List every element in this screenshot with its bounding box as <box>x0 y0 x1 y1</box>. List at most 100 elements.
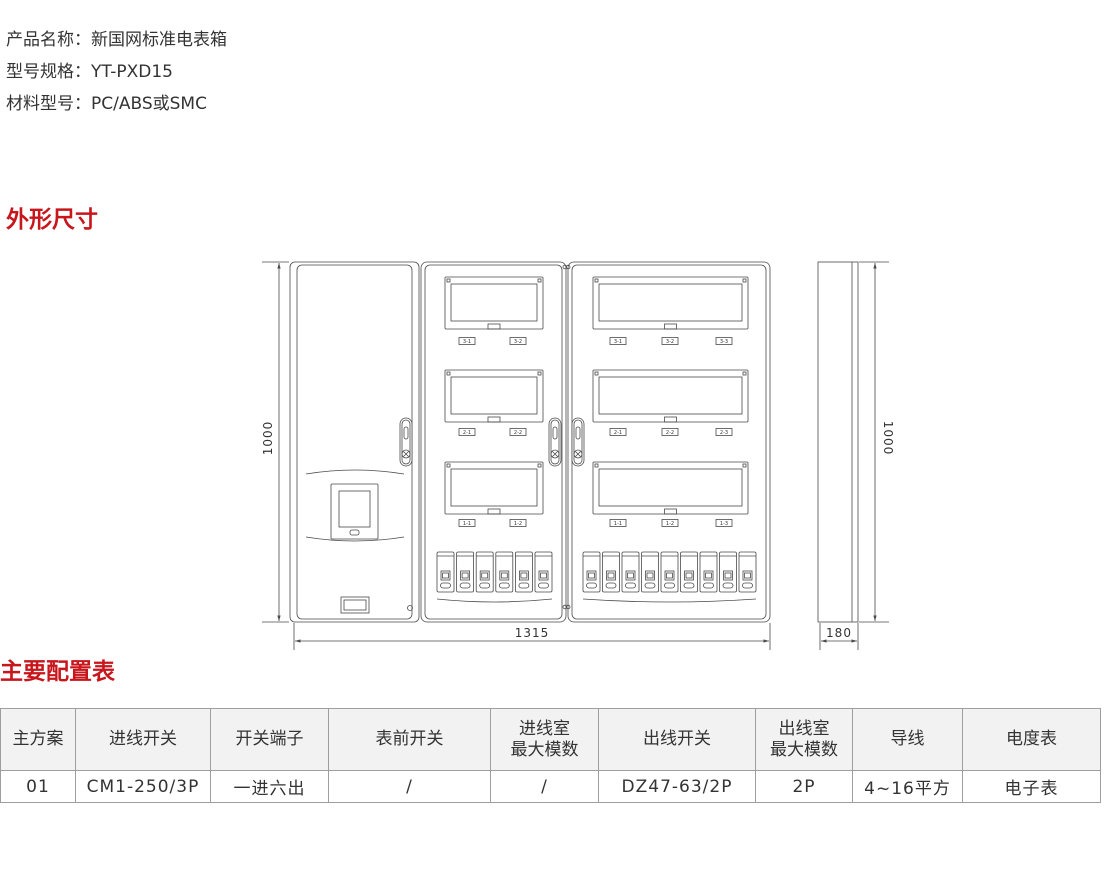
circuit-label-text: 1-2 <box>666 521 674 527</box>
dimension-height-left-value: 1000 <box>261 421 275 456</box>
breaker <box>534 551 553 593</box>
breaker <box>621 551 640 593</box>
model-spec-line: 型号规格：YT-PXD15 <box>6 56 227 88</box>
meter-window <box>592 276 749 330</box>
header-switch-terminal: 开关端子 <box>210 708 329 771</box>
circuit-label-text: 3-3 <box>720 339 728 345</box>
circuit-label: 2-2 <box>661 428 679 436</box>
cell-incoming-switch: CM1-250/3P <box>75 770 211 803</box>
header-outgoing-max-modules: 出线室最大模数 <box>755 708 853 771</box>
table-row: 01 CM1-250/3P 一进六出 / / DZ47-63/2P 2P 4~1… <box>0 770 1101 803</box>
header-main-scheme: 主方案 <box>0 708 76 771</box>
dimension-width <box>293 623 771 650</box>
config-table: 主方案 进线开关 开关端子 表前开关 进线室最大模数 出线开关 出线室最大模数 … <box>0 708 1101 803</box>
circuit-label: 1-3 <box>715 519 733 527</box>
circuit-label: 3-1 <box>458 337 476 345</box>
cell-main-scheme: 01 <box>0 770 76 803</box>
material-value: PC/ABS或SMC <box>91 94 207 114</box>
cell-meter: 电子表 <box>962 770 1101 803</box>
cell-wire: 4~16平方 <box>852 770 963 803</box>
product-name-label: 产品名称： <box>6 30 91 50</box>
door-handle <box>548 417 562 467</box>
circuit-label: 1-2 <box>509 519 527 527</box>
meter-viewing-window <box>330 483 379 540</box>
breaker <box>641 551 659 593</box>
circuit-label: 3-2 <box>509 337 527 345</box>
breaker <box>660 551 679 593</box>
circuit-label: 1-1 <box>458 519 476 527</box>
breaker <box>602 551 620 593</box>
dimension-depth <box>819 623 859 650</box>
cell-incoming-max-modules: / <box>490 770 599 803</box>
circuit-label-text: 2-1 <box>463 430 471 436</box>
header-wire: 导线 <box>852 708 963 771</box>
circuit-label-text: 2-2 <box>514 430 522 436</box>
model-spec-label: 型号规格： <box>6 62 91 82</box>
header-meter: 电度表 <box>962 708 1101 771</box>
breaker <box>738 551 757 593</box>
cell-switch-terminal: 一进六出 <box>210 770 329 803</box>
dimensions-section-title: 外形尺寸 <box>6 207 98 233</box>
model-spec-value: YT-PXD15 <box>91 62 173 82</box>
metering-cabinet-left: 3-1 3-2 2-1 2-2 1-1 1-2 <box>420 261 567 623</box>
meter-window <box>592 461 749 515</box>
circuit-label: 2-2 <box>509 428 527 436</box>
circuit-label-text: 2-2 <box>666 430 674 436</box>
breaker <box>436 551 455 593</box>
config-section-title: 主要配置表 <box>0 659 115 685</box>
incoming-cabinet <box>289 261 420 623</box>
circuit-label: 2-3 <box>715 428 733 436</box>
header-pre-meter-switch: 表前开关 <box>328 708 491 771</box>
breaker <box>475 551 494 593</box>
breaker <box>699 551 718 593</box>
circuit-label-text: 1-2 <box>514 521 522 527</box>
circuit-label-text: 2-3 <box>720 430 728 436</box>
breaker <box>719 551 737 593</box>
outline-dimension-drawing: 3-1 3-2 2-1 2-2 1-1 1-2 3-1 3-2 3-3 2-1 2-2 2-3 1-1… <box>261 261 895 650</box>
side-view <box>817 261 859 623</box>
circuit-label-text: 1-3 <box>720 521 728 527</box>
circuit-label-text: 3-2 <box>514 339 522 345</box>
circuit-label: 2-1 <box>609 428 627 436</box>
breaker <box>495 551 514 593</box>
circuit-label-text: 1-1 <box>614 521 622 527</box>
circuit-label-text: 1-1 <box>463 521 471 527</box>
dimension-height-left <box>262 261 289 623</box>
door-contour-line <box>305 469 405 475</box>
dimension-width-value: 1315 <box>515 626 550 640</box>
nameplate <box>340 596 370 614</box>
door-handle <box>399 417 413 467</box>
meter-window <box>444 276 544 330</box>
header-incoming-switch: 进线开关 <box>75 708 211 771</box>
breaker-rail-line <box>582 598 757 603</box>
circuit-label: 3-3 <box>715 337 733 345</box>
table-header-row: 主方案 进线开关 开关端子 表前开关 进线室最大模数 出线开关 出线室最大模数 … <box>0 708 1101 771</box>
breaker-rail-line <box>436 598 553 603</box>
lock-hole <box>407 605 413 611</box>
breaker <box>582 551 601 593</box>
dimension-height-right <box>859 261 889 623</box>
header-outgoing-switch: 出线开关 <box>598 708 756 771</box>
material-line: 材料型号：PC/ABS或SMC <box>6 88 227 120</box>
hinge <box>562 264 571 270</box>
product-name-value: 新国网标准电表箱 <box>91 30 227 50</box>
product-info: 产品名称：新国网标准电表箱 型号规格：YT-PXD15 材料型号：PC/ABS或… <box>6 24 227 120</box>
meter-window <box>592 369 749 423</box>
circuit-label: 1-1 <box>609 519 627 527</box>
breaker <box>515 551 533 593</box>
meter-window <box>444 369 544 423</box>
circuit-label-text: 3-1 <box>614 339 622 345</box>
dimension-height-right-value: 1000 <box>881 421 895 456</box>
hinge <box>562 604 571 610</box>
cell-pre-meter-switch: / <box>328 770 491 803</box>
cell-outgoing-switch: DZ47-63/2P <box>598 770 756 803</box>
circuit-label-text: 3-2 <box>666 339 674 345</box>
meter-window <box>444 461 544 515</box>
door-handle <box>571 417 585 467</box>
material-label: 材料型号： <box>6 94 91 114</box>
breaker <box>456 551 475 593</box>
product-name-line: 产品名称：新国网标准电表箱 <box>6 24 227 56</box>
metering-cabinet-right: 3-1 3-2 3-3 2-1 2-2 2-3 1-1 1-2 1-3 <box>567 261 771 623</box>
cell-outgoing-max-modules: 2P <box>755 770 853 803</box>
circuit-label: 1-2 <box>661 519 679 527</box>
